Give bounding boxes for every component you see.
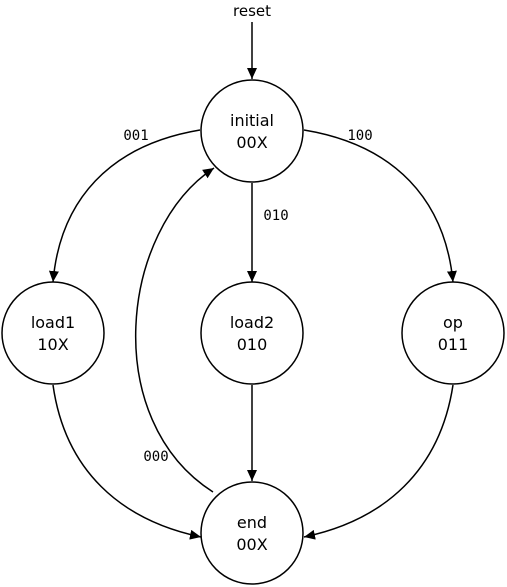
label-initial-to-load1: 001 <box>123 128 148 144</box>
reset-label: reset <box>233 2 271 20</box>
state-op-circle <box>401 281 505 385</box>
state-load1: load1 10X <box>1 281 105 385</box>
state-load1-output: 10X <box>37 335 68 354</box>
label-end-to-initial: 000 <box>143 449 168 465</box>
state-end-name: end <box>237 513 267 532</box>
state-load2-circle <box>200 281 304 385</box>
state-load2-name: load2 <box>230 313 274 332</box>
state-initial-circle <box>200 79 304 183</box>
state-initial: initial 00X <box>200 79 304 183</box>
state-op: op 011 <box>401 281 505 385</box>
state-initial-output: 00X <box>236 133 267 152</box>
state-initial-name: initial <box>230 111 274 130</box>
edge-load1-to-end <box>52 384 202 540</box>
state-end-output: 00X <box>236 535 267 554</box>
state-load1-name: load1 <box>31 313 75 332</box>
edge-initial-to-load1 <box>48 129 201 283</box>
state-op-name: op <box>443 313 463 332</box>
edge-op-to-end <box>303 384 454 540</box>
state-end-circle <box>200 481 304 585</box>
state-end: end 00X <box>200 481 304 585</box>
state-op-output: 011 <box>438 335 469 354</box>
label-initial-to-load2: 010 <box>263 208 288 224</box>
state-load2: load2 010 <box>200 281 304 385</box>
state-load2-output: 010 <box>237 335 268 354</box>
state-load1-circle <box>1 281 105 385</box>
edge-initial-to-op <box>303 129 457 283</box>
label-initial-to-op: 100 <box>347 128 372 144</box>
edge-end-to-initial <box>134 167 215 493</box>
